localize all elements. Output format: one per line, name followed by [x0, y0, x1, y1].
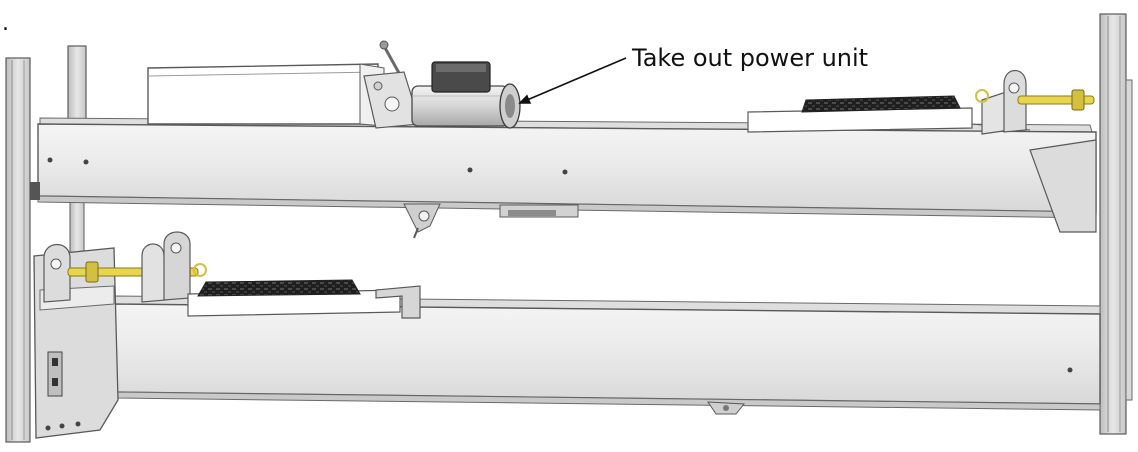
- left-inner-post: [67, 45, 87, 261]
- right-post: [1099, 13, 1133, 435]
- callout: Take out power unit: [518, 44, 868, 104]
- pump-enclosure: [147, 63, 385, 127]
- lower-pin-bracket: [43, 231, 207, 303]
- stray-mark: .: [2, 11, 9, 36]
- lower-pad-plate: [187, 279, 421, 319]
- power-unit: [363, 40, 521, 129]
- lower-beam: [113, 295, 1101, 415]
- upper-beam: [37, 117, 1097, 239]
- callout-leader-line: [518, 57, 627, 104]
- upper-pin-bracket: [975, 69, 1095, 135]
- upper-pad-plate: [747, 95, 1031, 133]
- left-connector: [30, 182, 40, 200]
- left-post: [5, 57, 31, 443]
- callout-label: Take out power unit: [631, 44, 868, 72]
